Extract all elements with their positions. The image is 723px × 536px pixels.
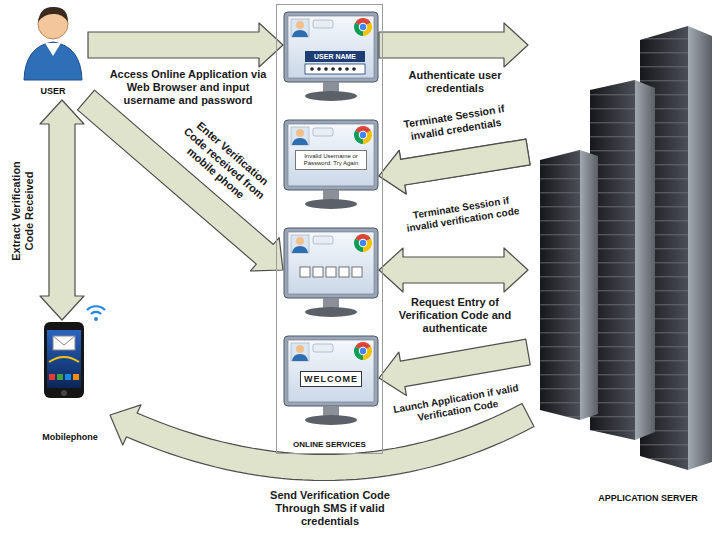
verification-screen xyxy=(283,227,379,319)
edge-label: Extract Verification Code Received xyxy=(9,149,35,274)
node-label: USER xyxy=(40,85,65,97)
node-label: Mobilephone xyxy=(42,431,98,443)
password-field xyxy=(305,64,365,74)
edge-label: Terminate Session if invalid verificatio… xyxy=(401,193,523,235)
block-arrow xyxy=(110,403,534,480)
wifi-symbol xyxy=(87,306,105,321)
code-entry-boxes xyxy=(300,267,362,277)
block-arrow xyxy=(379,248,528,292)
node-label: APPLICATION SERVER xyxy=(598,492,698,504)
edge-label: Request Entry of Verification Code and a… xyxy=(385,296,525,335)
server-towers xyxy=(540,26,712,470)
login-screen: USER NAME xyxy=(283,11,379,103)
mobile-phone: Mobilephone xyxy=(30,320,110,446)
screen-text: USER NAME xyxy=(305,51,365,62)
error-screen: Invalid Username or Password: Try Again xyxy=(283,119,379,211)
node-label: ONLINE SERVICES xyxy=(293,439,366,450)
block-arrow xyxy=(379,23,528,67)
block-arrow xyxy=(78,90,283,271)
edge-label: Access Online Application via Web Browse… xyxy=(102,68,274,107)
phone-figure xyxy=(44,322,84,398)
screen-text: WELCOME xyxy=(300,371,362,387)
application-server: APPLICATION SERVER xyxy=(528,15,718,507)
edge-label: Send Verification Code Through SMS if va… xyxy=(270,489,390,528)
user-figure xyxy=(24,7,82,80)
online-services-panel: ONLINE SERVICES USER NAME Invalid Username… xyxy=(276,4,383,454)
edge-label: Launch Application if valid Verification… xyxy=(388,381,526,428)
welcome-screen: WELCOME xyxy=(283,335,379,427)
block-arrow xyxy=(40,100,84,320)
user-icon: USER xyxy=(18,2,88,100)
screen-text: Invalid Username or Password: Try Again xyxy=(295,150,367,170)
edge-label: Enter Verification Code received from mo… xyxy=(167,110,282,217)
edge-label: Terminate Session if invalid credentials xyxy=(390,100,520,145)
block-arrow xyxy=(379,139,530,194)
block-arrow xyxy=(88,23,283,67)
block-arrow xyxy=(379,139,530,194)
monitor-screens xyxy=(284,12,378,425)
edge-label: Authenticate user credentials xyxy=(390,69,520,95)
